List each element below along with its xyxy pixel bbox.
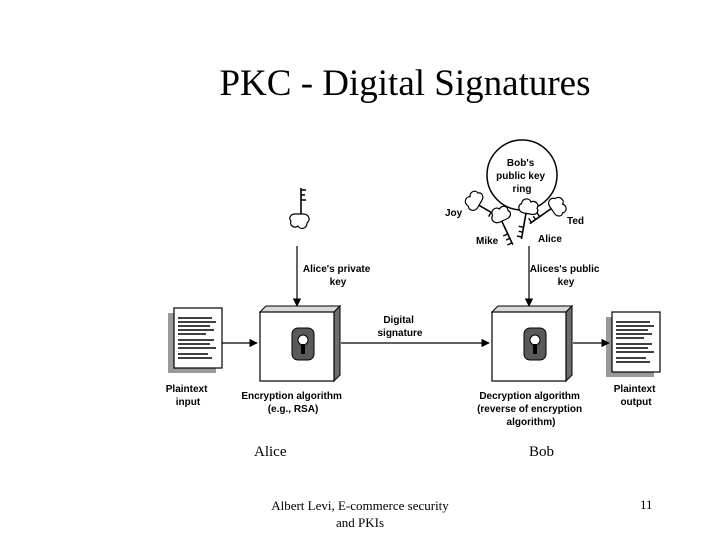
lock-icon (291, 327, 315, 361)
plaintext-input-document (168, 307, 223, 373)
plaintext-output-line-2: output (620, 397, 652, 408)
key-ring-line-1: Bob's (507, 158, 535, 169)
digital-signature-line-2: signature (377, 328, 422, 339)
encryption-box (258, 304, 342, 383)
actor-alice: Alice (254, 444, 287, 460)
ring-name-mike: Mike (476, 236, 499, 247)
plaintext-input-label: Plaintext input (166, 384, 210, 408)
ring-name-alice: Alice (538, 234, 562, 245)
decryption-line-1: Decryption algorithm (479, 391, 580, 402)
key-ring-label: Bob's public key ring (496, 158, 548, 195)
alice-public-key-label: Alices's public key (530, 264, 602, 288)
footer-text: Albert Levi, E-commerce security and PKI… (250, 497, 470, 531)
private-key-line-1: Alice's private (303, 264, 371, 275)
decryption-line-3: algorithm) (507, 417, 556, 428)
alice-private-key-label: Alice's private key (303, 264, 373, 288)
footer-line-2: and PKIs (335, 515, 385, 530)
decryption-box (490, 304, 574, 383)
key-ring-line-3: ring (513, 184, 532, 195)
digital-signature-line-1: Digital (383, 315, 414, 326)
ring-name-joy: Joy (445, 208, 463, 219)
actor-bob: Bob (529, 444, 555, 460)
encryption-label: Encryption algorithm (e.g., RSA) (241, 391, 344, 415)
digital-signature-label: Digital signature (377, 315, 422, 339)
plaintext-output-document (606, 311, 661, 377)
public-key-line-2: key (558, 277, 575, 288)
plaintext-output-line-1: Plaintext (614, 384, 656, 395)
decryption-line-2: (reverse of encryption (477, 404, 582, 415)
key-ring-line-2: public key (496, 171, 545, 182)
decryption-label: Decryption algorithm (reverse of encrypt… (477, 391, 585, 428)
encryption-line-2: (e.g., RSA) (268, 404, 319, 415)
ring-name-ted: Ted (567, 216, 584, 227)
public-key-line-1: Alices's public (530, 264, 600, 275)
footer-line-1: Albert Levi, E-commerce security (271, 498, 449, 513)
encryption-line-1: Encryption algorithm (241, 391, 342, 402)
lock-icon (523, 327, 547, 361)
private-key-icon (288, 187, 310, 230)
plaintext-input-line-2: input (176, 397, 201, 408)
plaintext-output-label: Plaintext output (614, 384, 658, 408)
slide-title: PKC - Digital Signatures (219, 63, 591, 104)
private-key-line-2: key (330, 277, 347, 288)
plaintext-input-line-1: Plaintext (166, 384, 208, 395)
page-number: 11 (640, 497, 653, 512)
